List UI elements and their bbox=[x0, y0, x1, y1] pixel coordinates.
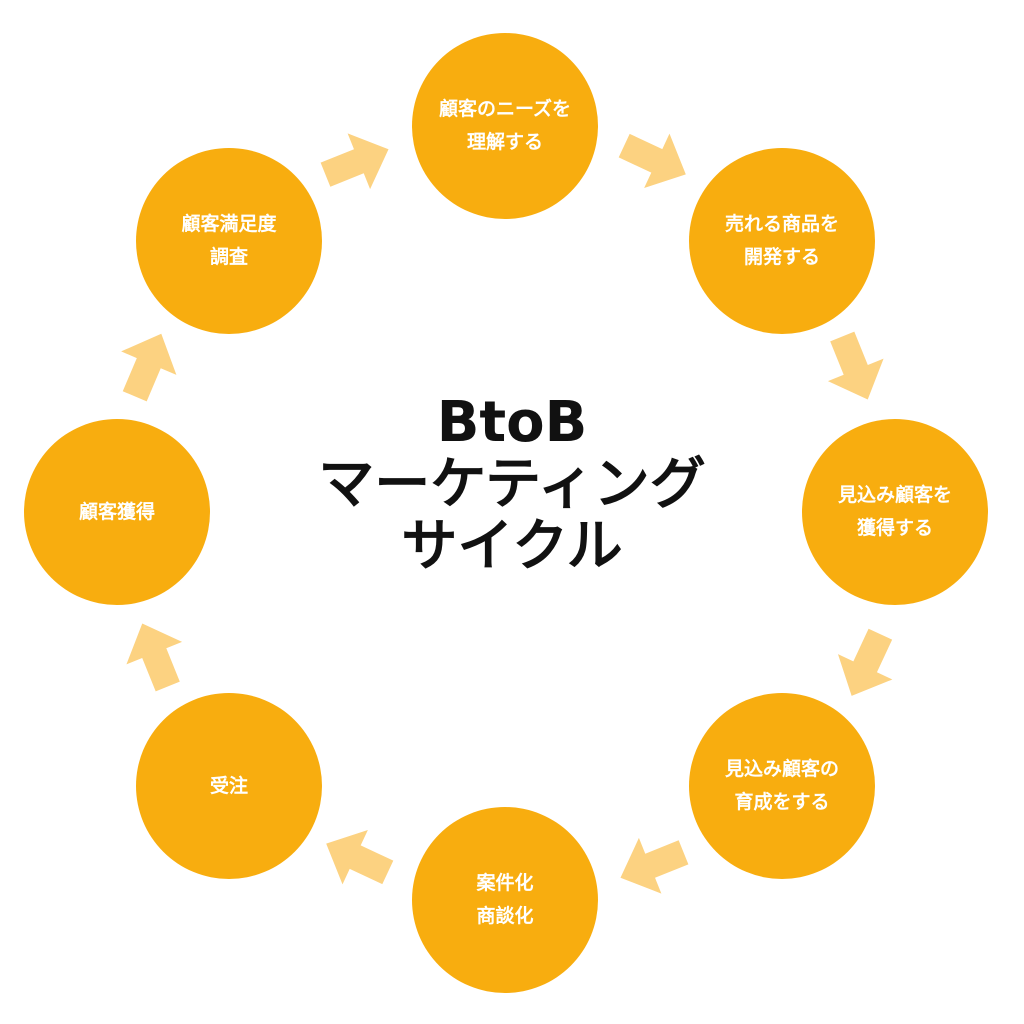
cycle-arrow-4 bbox=[620, 837, 689, 894]
cycle-arrow-5 bbox=[326, 829, 394, 885]
cycle-step-4-label: 見込み顧客の 育成をする bbox=[724, 758, 839, 813]
cycle-arrow-6 bbox=[126, 623, 183, 692]
cycle-step-2: 売れる商品を 開発する bbox=[689, 148, 875, 334]
cycle-step-6-label: 受注 bbox=[209, 774, 248, 797]
cycle-step-4: 見込み顧客の 育成をする bbox=[689, 693, 875, 879]
cycle-step-5: 案件化 商談化 bbox=[412, 807, 598, 993]
cycle-step-5-label: 案件化 商談化 bbox=[476, 872, 534, 927]
cycle-step-1-label: 顧客のニーズを 理解する bbox=[438, 98, 572, 153]
cycle-step-8-label: 顧客満足度 調査 bbox=[181, 213, 277, 268]
cycle-arrow-1 bbox=[618, 133, 686, 189]
cycle-step-2-label: 売れる商品を 開発する bbox=[724, 213, 839, 268]
cycle-step-7-label: 顧客獲得 bbox=[78, 500, 155, 523]
cycle-arrow-3 bbox=[837, 628, 893, 696]
cycle-step-3: 見込み顧客を 獲得する bbox=[802, 419, 988, 605]
cycle-step-8: 顧客満足度 調査 bbox=[136, 148, 322, 334]
cycle-step-1: 顧客のニーズを 理解する bbox=[412, 33, 598, 219]
diagram-title: BtoB マーケティング サイクル bbox=[318, 390, 706, 579]
cycle-arrow-7 bbox=[121, 333, 177, 402]
cycle-step-6: 受注 bbox=[136, 693, 322, 879]
cycle-step-3-label: 見込み顧客を 獲得する bbox=[837, 484, 952, 539]
cycle-step-7: 顧客獲得 bbox=[24, 419, 210, 605]
cycle-arrow-8 bbox=[320, 133, 389, 190]
cycle-arrow-2 bbox=[827, 331, 884, 400]
